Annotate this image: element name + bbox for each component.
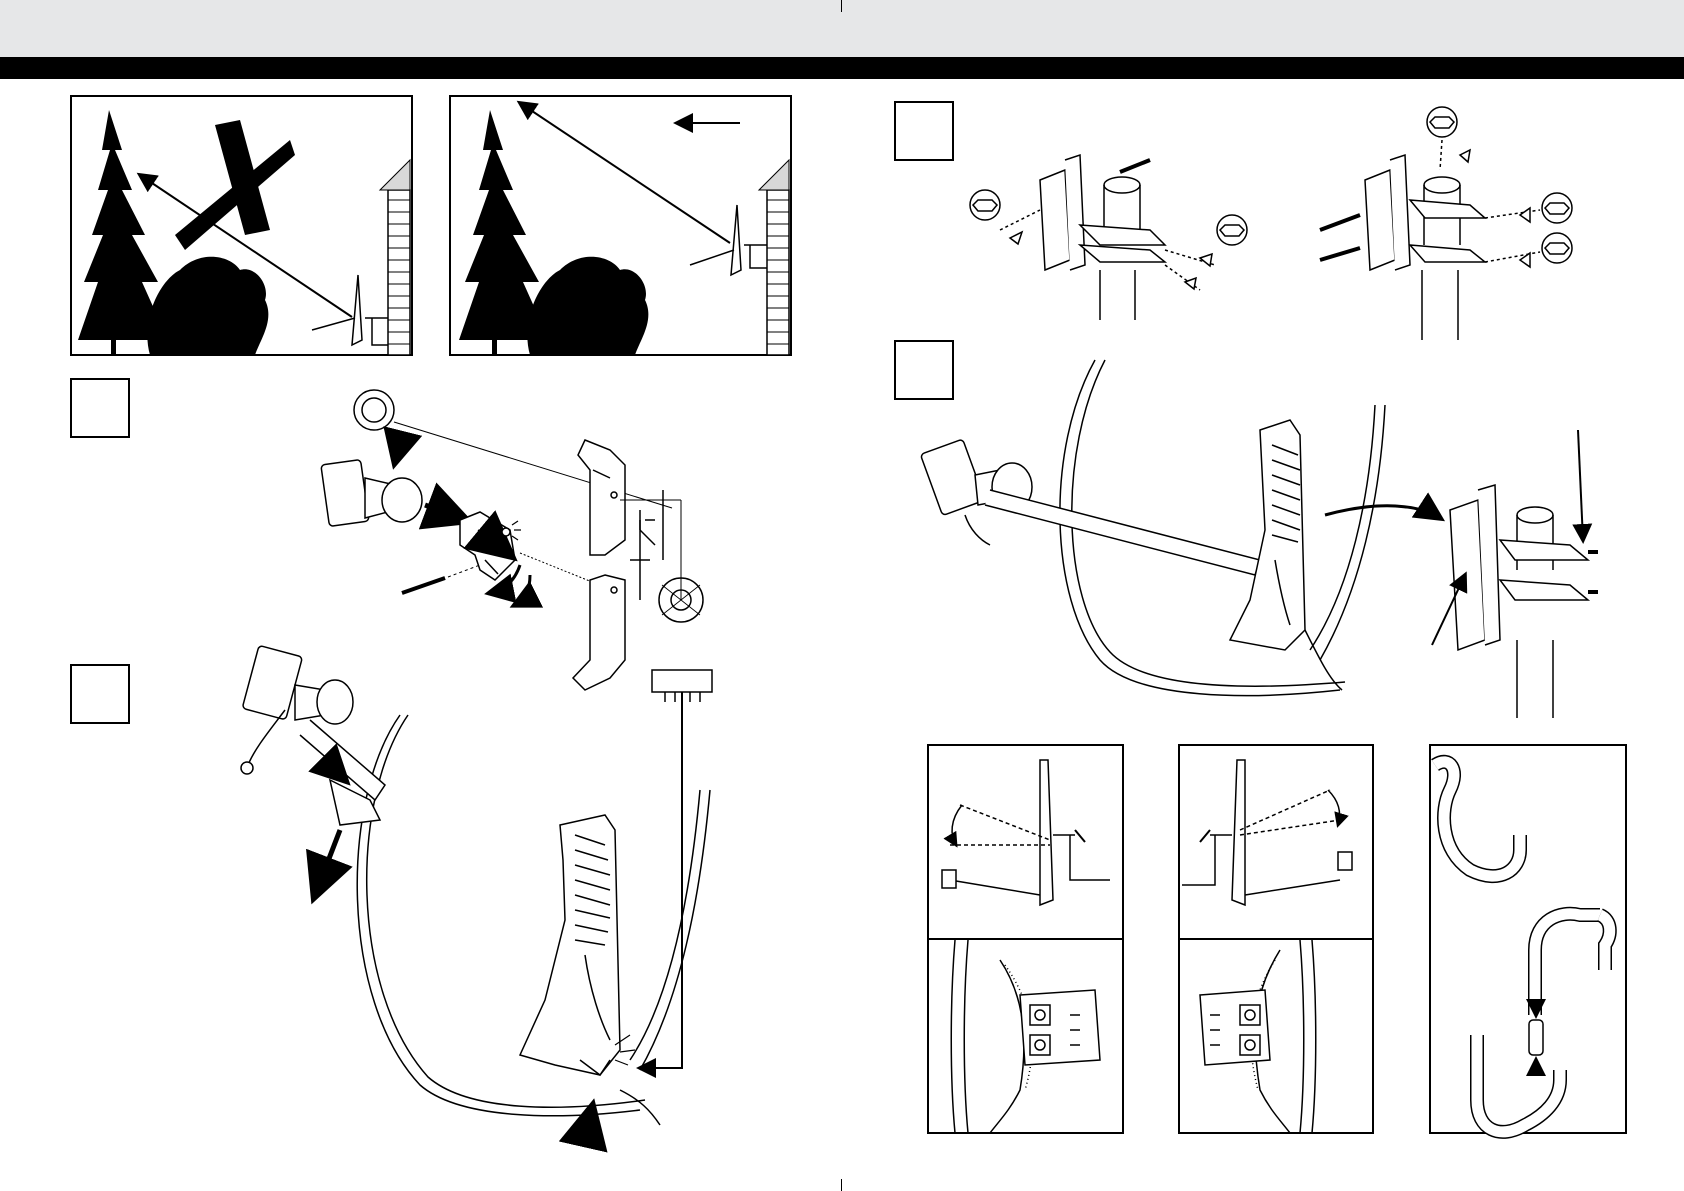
dish-arm-assembly bbox=[241, 645, 710, 1130]
panel-wall-bracket bbox=[1430, 745, 1626, 1133]
step-box-left-2 bbox=[71, 665, 129, 723]
panel-clear-view bbox=[450, 96, 791, 355]
panel-obstructed-view bbox=[71, 96, 412, 355]
step-box-right-1 bbox=[895, 102, 953, 160]
panel-elevation-right bbox=[1179, 745, 1373, 1133]
step-box-right-2 bbox=[895, 341, 953, 399]
dish-to-mast-assembly bbox=[920, 360, 1598, 718]
mast-clamp-icon bbox=[1040, 155, 1165, 320]
mast-clamp-icon bbox=[1450, 485, 1598, 718]
lnb-icon bbox=[242, 645, 353, 724]
lnb-icon bbox=[321, 460, 422, 527]
mast-clamp-single bbox=[970, 155, 1247, 320]
mast-clamp-icon bbox=[1365, 155, 1485, 340]
step-box-left-1 bbox=[71, 379, 129, 437]
lnb-holder-assembly bbox=[321, 390, 712, 1068]
panel-elevation-left bbox=[928, 745, 1123, 1133]
mast-clamp-double bbox=[1320, 107, 1572, 340]
